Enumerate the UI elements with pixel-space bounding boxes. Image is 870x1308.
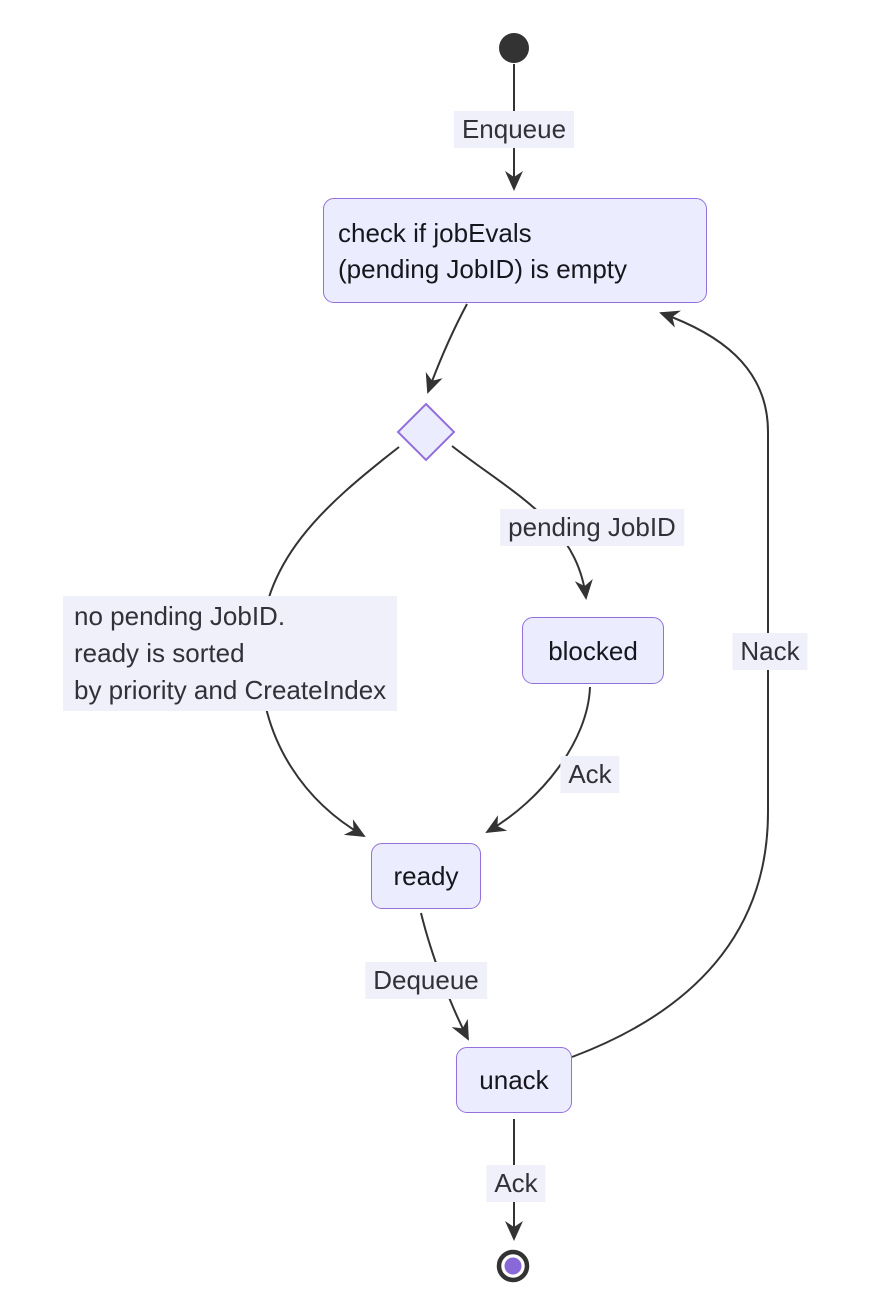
edge-label-pending-jobid: pending JobID xyxy=(500,509,684,546)
edge-check-to-choice xyxy=(425,303,468,394)
end-state-inner-icon xyxy=(504,1257,522,1275)
edge-label-ack-final: Ack xyxy=(486,1165,546,1202)
state-ready: ready xyxy=(371,843,481,909)
edge-nack-return xyxy=(571,310,769,1058)
edge-label-nack: Nack xyxy=(732,633,808,670)
edge-blocked-to-ready xyxy=(485,686,591,834)
edge-label-enqueue: Enqueue xyxy=(453,111,575,148)
edge-label-no-pending-note: no pending JobID. ready is sorted by pri… xyxy=(63,596,398,711)
state-blocked: blocked xyxy=(522,617,664,684)
state-unack: unack xyxy=(456,1047,572,1113)
state-check-jobevals: check if jobEvals (pending JobID) is emp… xyxy=(323,198,707,303)
choice-diamond xyxy=(396,402,456,462)
edge-label-ack-blocked: Ack xyxy=(560,756,620,793)
start-state-icon xyxy=(499,33,529,63)
edge-label-dequeue: Dequeue xyxy=(365,962,487,999)
